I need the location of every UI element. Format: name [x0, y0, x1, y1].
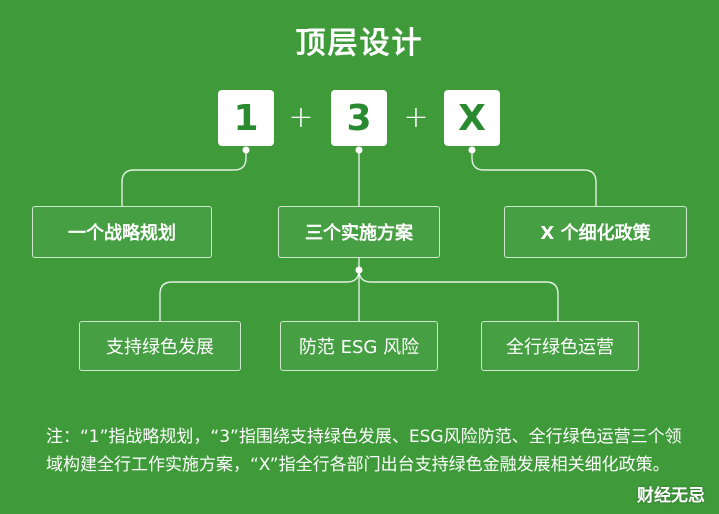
- plus-sign-2: +: [403, 100, 429, 135]
- policies-box: X 个细化政策: [504, 206, 687, 258]
- connector-dot-3: [355, 146, 363, 154]
- connector-dot-plans: [355, 266, 363, 274]
- page-title: 顶层设计: [295, 26, 424, 61]
- plus-sign-1: +: [288, 100, 314, 135]
- connector-dot-x: [468, 146, 476, 154]
- connector-branch-left: [159, 269, 360, 321]
- connector-1-to-strategy: [121, 150, 247, 206]
- green-operations-box: 全行绿色运营: [481, 321, 639, 371]
- connector-x-to-policies: [471, 150, 597, 206]
- strategy-box: 一个战略规划: [32, 206, 212, 258]
- watermark: 财经无忌: [637, 486, 705, 506]
- footnote: 注：“1”指战略规划，“3”指围绕支持绿色发展、ESG风险防范、全行绿色运营三个…: [46, 427, 682, 475]
- formula-box-3: 3: [331, 90, 387, 146]
- formula-box-x: X: [444, 90, 500, 146]
- plans-box: 三个实施方案: [278, 206, 440, 258]
- connector-dot-1: [242, 146, 250, 154]
- esg-risk-box: 防范 ESG 风险: [280, 321, 438, 371]
- green-development-box: 支持绿色发展: [79, 321, 241, 371]
- connector-branch-right: [358, 269, 559, 321]
- formula-box-1: 1: [218, 90, 274, 146]
